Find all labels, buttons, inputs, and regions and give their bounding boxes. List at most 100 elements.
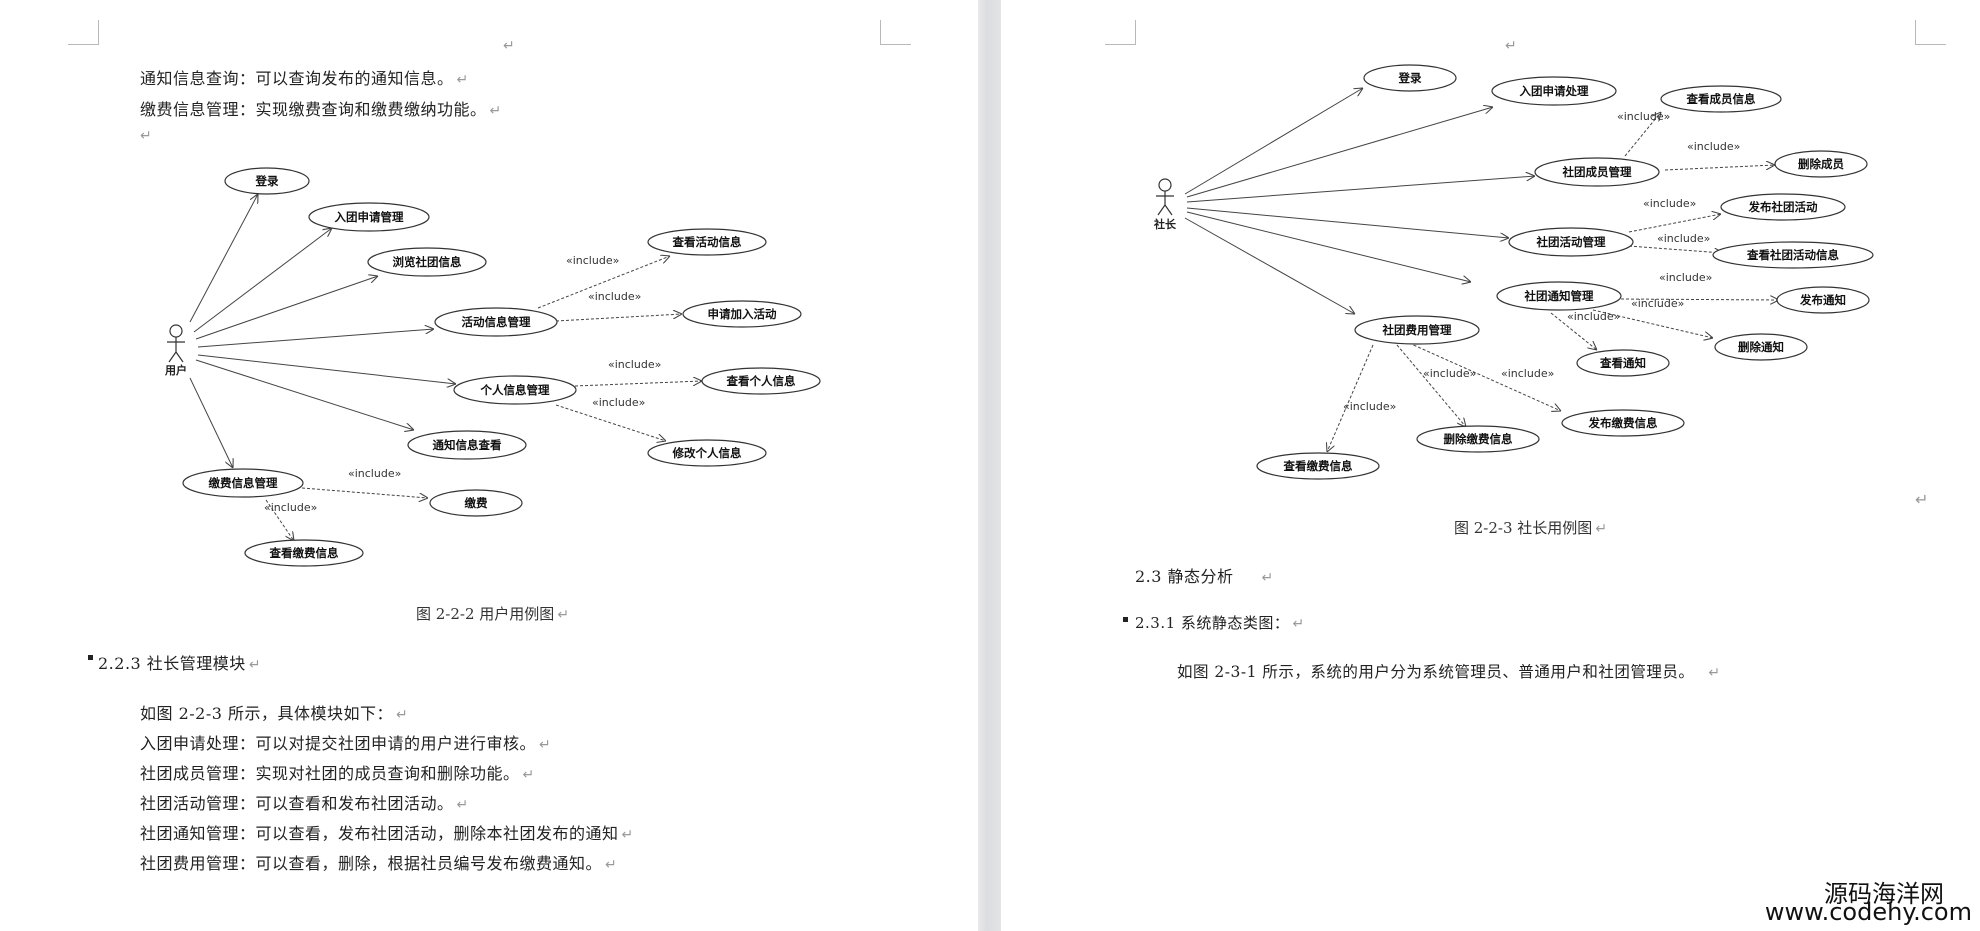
include-label: «include» xyxy=(1423,367,1476,380)
text-line: 社团费用管理：可以查看，删除，根据社员编号发布缴费通知。↵ xyxy=(140,854,618,873)
svg-text:浏览社团信息: 浏览社团信息 xyxy=(393,255,462,269)
use-case-view-notice: 查看通知 xyxy=(1576,349,1670,377)
svg-text:删除缴费信息: 删除缴费信息 xyxy=(1444,432,1513,446)
section-heading: 2.3.1 系统静态类图：↵ xyxy=(1135,614,1305,632)
use-case-notification-view: 通知信息查看 xyxy=(407,430,527,460)
use-case-apply-activity: 申请加入活动 xyxy=(682,300,802,328)
actor-user-label: 用户 xyxy=(165,363,187,377)
paragraph-mark: ↵ xyxy=(1505,38,1517,54)
heading-bullet xyxy=(1123,617,1128,622)
svg-text:查看活动信息: 查看活动信息 xyxy=(672,235,742,249)
svg-text:查看缴费信息: 查看缴费信息 xyxy=(1283,459,1353,473)
use-case-notice-management: 社团通知管理 xyxy=(1496,281,1622,311)
svg-text:登录: 登录 xyxy=(255,174,279,188)
use-case-view-activity: 查看社团活动信息 xyxy=(1712,241,1874,269)
left-page: ↵ 通知信息查询：可以查询发布的通知信息。↵ 缴费信息管理：实现缴费查询和缴费缴… xyxy=(0,0,978,931)
svg-text:查看缴费信息: 查看缴费信息 xyxy=(269,546,339,560)
svg-text:查看通知: 查看通知 xyxy=(1599,356,1646,370)
crop-mark-top-right xyxy=(1915,20,1946,45)
svg-text:入团申请处理: 入团申请处理 xyxy=(1520,84,1589,98)
svg-text:个人信息管理: 个人信息管理 xyxy=(480,383,550,397)
text-line: 社团通知管理：可以查看，发布社团活动，删除本社团发布的通知↵ xyxy=(140,824,634,843)
paragraph-mark: ↵ xyxy=(1915,490,1929,509)
president-use-case-diagram: 社长 «include» «include» «include» «incl xyxy=(1153,64,1874,480)
use-case-join-application: 入团申请管理 xyxy=(308,202,430,232)
text-line: 通知信息查询：可以查询发布的通知信息。↵ xyxy=(140,69,469,88)
crop-mark-top-left xyxy=(1105,20,1136,45)
include-label: «include» xyxy=(1617,110,1670,123)
right-page: ↵ 社长 xyxy=(1001,0,1980,931)
use-case-publish-activity: 发布社团活动 xyxy=(1720,193,1846,221)
svg-text:通知信息查看: 通知信息查看 xyxy=(433,438,502,452)
include-label: «include» xyxy=(1657,232,1710,245)
include-label: «include» xyxy=(1643,197,1696,210)
text-line: 如图 2-3-1 所示，系统的用户分为系统管理员、普通用户和社团管理员。↵ xyxy=(1177,663,1721,681)
svg-text:查看成员信息: 查看成员信息 xyxy=(1686,92,1756,106)
svg-text:发布通知: 发布通知 xyxy=(1799,293,1846,307)
user-use-case-diagram: 用户 «include» «include» «include» «includ… xyxy=(165,167,821,567)
text-line: 社团活动管理：可以查看和发布社团活动。↵ xyxy=(140,794,469,813)
include-label: «include» xyxy=(264,501,317,514)
svg-text:社团费用管理: 社团费用管理 xyxy=(1382,323,1452,337)
use-case-publish-notice: 发布通知 xyxy=(1776,286,1870,314)
svg-text:发布缴费信息: 发布缴费信息 xyxy=(1588,416,1658,430)
svg-text:社团通知管理: 社团通知管理 xyxy=(1524,289,1594,303)
use-case-personal-info: 个人信息管理 xyxy=(453,375,577,405)
heading-bullet xyxy=(88,655,93,660)
paragraph-mark: ↵ xyxy=(140,128,152,144)
text-line: 如图 2-2-3 所示，具体模块如下：↵ xyxy=(140,704,409,723)
figure-caption: 图 2-2-3 社长用例图↵ xyxy=(1454,519,1608,537)
use-case-activity-info: 活动信息管理 xyxy=(434,307,558,337)
use-case-publish-fee: 发布缴费信息 xyxy=(1561,409,1685,437)
use-case-view-payment: 查看缴费信息 xyxy=(244,539,364,567)
svg-text:活动信息管理: 活动信息管理 xyxy=(462,315,531,329)
crop-mark-top-right xyxy=(880,20,911,45)
use-case-fee-management: 社团费用管理 xyxy=(1354,315,1480,345)
use-case-edit-personal: 修改个人信息 xyxy=(647,439,767,467)
include-label: «include» xyxy=(566,254,619,267)
include-label: «include» xyxy=(348,467,401,480)
svg-text:社团活动管理: 社团活动管理 xyxy=(1536,235,1606,249)
svg-text:删除成员: 删除成员 xyxy=(1798,157,1844,171)
actor-president-figure xyxy=(1156,178,1174,216)
include-label: «include» xyxy=(588,290,641,303)
include-label: «include» xyxy=(1687,140,1740,153)
crop-mark-top-left xyxy=(68,20,99,45)
page-gutter xyxy=(978,0,1001,931)
svg-text:缴费: 缴费 xyxy=(465,496,488,510)
svg-text:发布社团活动: 发布社团活动 xyxy=(1748,200,1818,214)
svg-text:入团申请管理: 入团申请管理 xyxy=(335,210,404,224)
include-label: «include» xyxy=(1567,310,1620,323)
watermark-site-url: www.codehy.com xyxy=(1764,898,1972,926)
use-case-join-processing: 入团申请处理 xyxy=(1491,76,1617,106)
include-label: «include» xyxy=(1659,271,1712,284)
actor-president-label: 社长 xyxy=(1153,217,1177,231)
use-case-member-management: 社团成员管理 xyxy=(1534,157,1660,187)
text-line: 入团申请处理：可以对提交社团申请的用户进行审核。↵ xyxy=(140,734,552,753)
include-label: «include» xyxy=(1343,400,1396,413)
actor-user-figure xyxy=(167,324,185,363)
include-label: «include» xyxy=(1501,367,1554,380)
use-case-login: 登录 xyxy=(224,167,310,195)
include-label: «include» xyxy=(1631,297,1684,310)
section-heading: 2.3 静态分析↵ xyxy=(1135,567,1274,586)
use-case-delete-fee: 删除缴费信息 xyxy=(1416,425,1540,453)
figure-caption: 图 2-2-2 用户用例图↵ xyxy=(416,605,570,623)
use-case-delete-member: 删除成员 xyxy=(1774,150,1868,178)
svg-text:查看社团活动信息: 查看社团活动信息 xyxy=(1746,248,1839,262)
svg-text:查看个人信息: 查看个人信息 xyxy=(726,374,796,388)
use-case-view-activity: 查看活动信息 xyxy=(647,228,767,256)
use-case-activity-management: 社团活动管理 xyxy=(1508,227,1634,257)
section-heading: 2.2.3 社长管理模块↵ xyxy=(98,654,262,673)
use-case-view-personal: 查看个人信息 xyxy=(701,367,821,395)
include-label: «include» xyxy=(608,358,661,371)
svg-text:登录: 登录 xyxy=(1398,71,1422,85)
svg-text:修改个人信息: 修改个人信息 xyxy=(672,446,742,460)
svg-text:社团成员管理: 社团成员管理 xyxy=(1562,165,1632,179)
paragraph-mark: ↵ xyxy=(503,38,515,54)
text-line: 社团成员管理：实现对社团的成员查询和删除功能。↵ xyxy=(140,764,535,783)
use-case-browse-club: 浏览社团信息 xyxy=(367,247,487,277)
use-case-payment-info: 缴费信息管理 xyxy=(182,468,304,498)
svg-text:缴费信息管理: 缴费信息管理 xyxy=(209,476,278,490)
use-case-delete-notice: 删除通知 xyxy=(1714,333,1808,361)
